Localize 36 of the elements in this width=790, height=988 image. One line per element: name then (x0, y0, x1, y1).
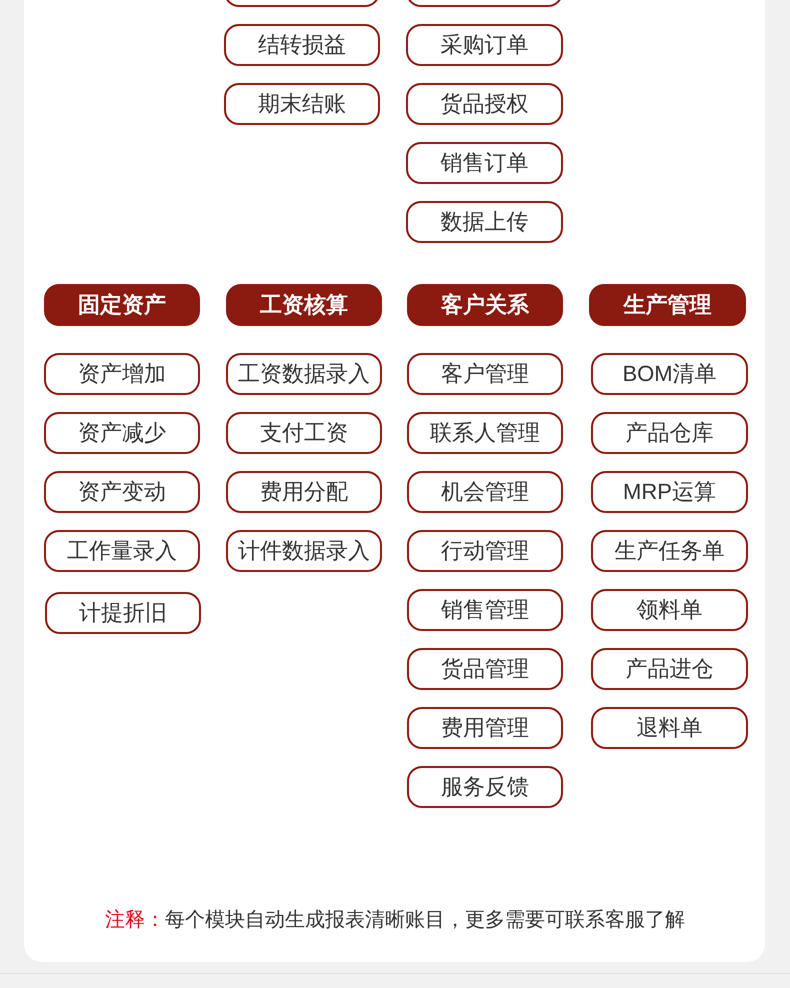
item-box: 联系人管理 (407, 412, 563, 454)
item-box: 费用分配 (226, 471, 382, 513)
item-box: 支付工资 (226, 412, 382, 454)
item-box: 计件数据录入 (226, 530, 382, 572)
item-box: 销售订单 (406, 142, 563, 184)
item-box: 结转损益 (224, 24, 380, 66)
item-box: 数据上传 (406, 201, 563, 243)
item-box: 产品仓库 (591, 412, 748, 454)
item-box: MRP运算 (591, 471, 748, 513)
item-box: BOM清单 (591, 353, 748, 395)
item-box: 采购订单 (406, 24, 563, 66)
item-box: 工资数据录入 (226, 353, 382, 395)
item-box: 货品授权 (406, 83, 563, 125)
item-box: 产品进仓 (591, 648, 748, 690)
item-box: 销售管理 (407, 589, 563, 631)
item-box: 期末结账 (224, 83, 380, 125)
item-box: 货品管理 (407, 648, 563, 690)
item-box: 资产增加 (44, 353, 200, 395)
note-text: 每个模块自动生成报表清晰账目，更多需要可联系客服了解 (165, 908, 685, 933)
item-box: 机会管理 (407, 471, 563, 513)
item-box: 计提折旧 (45, 592, 201, 634)
item-box: 资产变动 (44, 471, 200, 513)
item-box: 生产任务单 (591, 530, 748, 572)
header-box: 客户关系 (407, 284, 563, 326)
header-box: 生产管理 (589, 284, 746, 326)
note-label: 注释： (105, 908, 165, 933)
item-box: 工作量录入 (44, 530, 200, 572)
item-box: 客户管理 (407, 353, 563, 395)
item-box: 费用管理 (407, 707, 563, 749)
header-box: 固定资产 (44, 284, 200, 326)
item-box: 资产减少 (44, 412, 200, 454)
item-box: 服务反馈 (407, 766, 563, 808)
item-box: 退料单 (591, 707, 748, 749)
header-box: 工资核算 (226, 284, 382, 326)
item-box: 领料单 (591, 589, 748, 631)
item-box: 行动管理 (407, 530, 563, 572)
